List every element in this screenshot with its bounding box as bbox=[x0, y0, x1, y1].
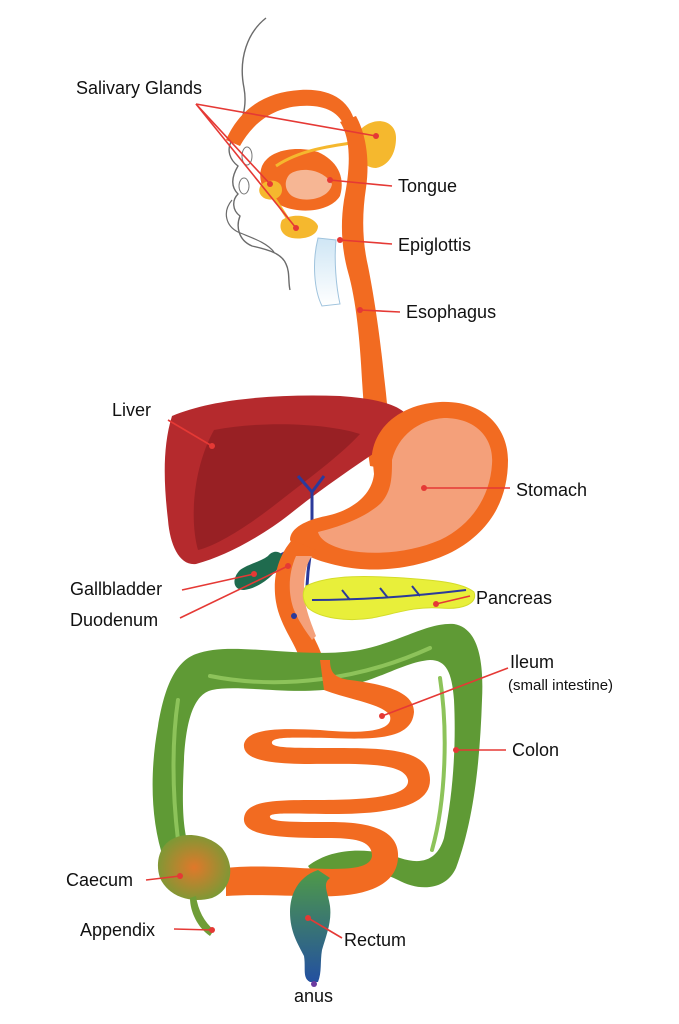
dot-epiglottis bbox=[337, 237, 343, 243]
colon bbox=[152, 623, 483, 888]
label-duodenum: Duodenum bbox=[70, 610, 158, 630]
leader-ileum bbox=[381, 667, 509, 717]
label-ileum: Ileum bbox=[510, 652, 554, 672]
trachea bbox=[314, 237, 341, 307]
dot-pancreas bbox=[433, 601, 439, 607]
leader-salivary-submandibular bbox=[195, 103, 297, 229]
leader-esophagus bbox=[359, 309, 401, 313]
upper-tooth bbox=[241, 146, 253, 166]
label-appendix: Appendix bbox=[80, 920, 155, 940]
caecum bbox=[157, 834, 231, 900]
leader-tongue bbox=[329, 179, 393, 187]
label-esophagus: Esophagus bbox=[406, 302, 496, 322]
nasal-passage bbox=[226, 89, 356, 146]
stomach-inner bbox=[318, 418, 493, 553]
dot-tongue bbox=[327, 177, 333, 183]
lower-tooth bbox=[238, 177, 250, 195]
dot-salivary-submandibular bbox=[293, 225, 299, 231]
leader-rectum bbox=[307, 917, 343, 939]
anus-marker bbox=[311, 981, 317, 987]
pancreatic-duct bbox=[311, 585, 467, 601]
head-profile-outline bbox=[228, 17, 291, 291]
label-gallbladder: Gallbladder bbox=[70, 579, 162, 599]
leader-salivary-sublingual bbox=[195, 103, 271, 185]
dot-appendix bbox=[209, 927, 215, 933]
dot-duodenum bbox=[285, 563, 291, 569]
jaw-outline bbox=[225, 199, 275, 253]
esophagus bbox=[340, 116, 392, 470]
label-colon: Colon bbox=[512, 740, 559, 760]
gallbladder bbox=[234, 551, 283, 590]
dot-stomach bbox=[421, 485, 427, 491]
label-tongue: Tongue bbox=[398, 176, 457, 196]
dot-gallbladder bbox=[251, 571, 257, 577]
dot-caecum bbox=[177, 873, 183, 879]
leader-epiglottis bbox=[339, 239, 393, 245]
leader-gallbladder bbox=[181, 573, 255, 591]
dot-duodenum-lower bbox=[291, 613, 297, 619]
label-epiglottis: Epiglottis bbox=[398, 235, 471, 255]
leader-duodenum bbox=[179, 565, 289, 619]
duodenum bbox=[274, 540, 324, 662]
label-liver: Liver bbox=[112, 400, 151, 420]
dot-colon bbox=[453, 747, 459, 753]
label-salivary-glands: Salivary Glands bbox=[76, 78, 202, 98]
dot-ileum bbox=[379, 713, 385, 719]
colon-highlight bbox=[171, 646, 447, 852]
label-stomach: Stomach bbox=[516, 480, 587, 500]
label-pancreas: Pancreas bbox=[476, 588, 552, 608]
dot-esophagus bbox=[357, 307, 363, 313]
sublingual-gland bbox=[259, 180, 282, 200]
dot-salivary-parotid bbox=[373, 133, 379, 139]
label-ileum-note: (small intestine) bbox=[508, 677, 613, 694]
dot-liver bbox=[209, 443, 215, 449]
dot-salivary-sublingual bbox=[267, 181, 273, 187]
leader-liver bbox=[167, 419, 213, 447]
leader-caecum bbox=[145, 875, 181, 881]
label-rectum: Rectum bbox=[344, 930, 406, 950]
label-caecum: Caecum bbox=[66, 870, 133, 890]
label-anus: anus bbox=[294, 986, 333, 1006]
leader-appendix bbox=[173, 928, 213, 931]
liver-shade bbox=[193, 424, 360, 550]
small-intestine bbox=[226, 660, 430, 897]
leader-pancreas bbox=[435, 595, 471, 605]
submandibular-gland bbox=[280, 215, 318, 239]
rectum bbox=[290, 870, 331, 982]
appendix bbox=[190, 896, 214, 936]
dot-rectum bbox=[305, 915, 311, 921]
tongue-highlight bbox=[285, 169, 332, 200]
leader-salivary-parotid bbox=[195, 103, 377, 137]
